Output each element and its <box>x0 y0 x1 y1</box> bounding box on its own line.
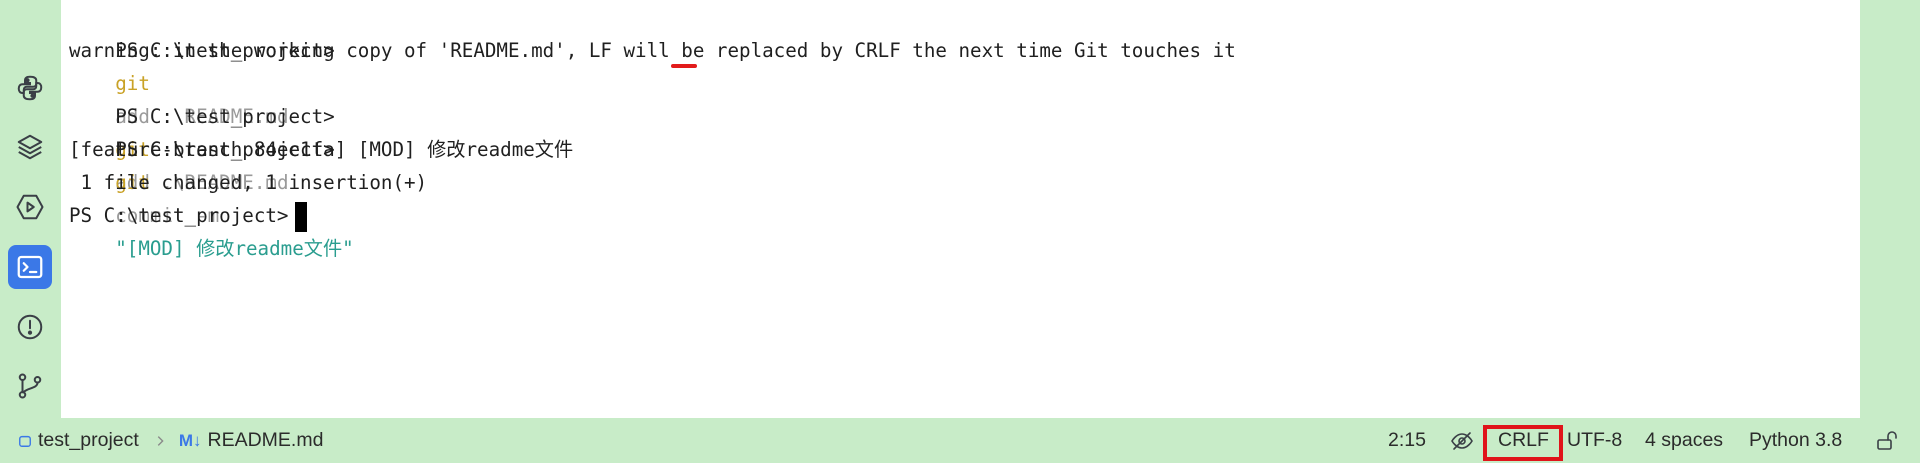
file-encoding-widget[interactable]: UTF-8 <box>1567 429 1623 451</box>
terminal-button[interactable] <box>8 245 52 289</box>
prompt: PS C:\test_project> <box>115 138 335 161</box>
terminal-line: PS C:\test_project> <box>69 199 307 232</box>
terminal-icon <box>17 255 43 279</box>
terminal-line: PS C:\test_project> git add .\README.md <box>69 1 335 128</box>
text-cursor <box>294 201 307 232</box>
terminal-line: PS C:\test_project> git commit -m "[MOD]… <box>69 100 353 260</box>
inspections-off-icon <box>1451 431 1473 450</box>
git-icon <box>18 373 42 399</box>
command-args: commit -m <box>115 204 220 227</box>
chevron-right-icon <box>157 435 164 446</box>
command-keyword: git <box>115 72 150 95</box>
markdown-file-icon: M↓ <box>178 430 202 450</box>
lf-underline-annotation <box>671 64 697 68</box>
problems-button[interactable] <box>8 305 52 349</box>
breadcrumb-file[interactable]: README.md <box>207 429 324 451</box>
breadcrumb: test_project M↓ README.md <box>18 418 323 463</box>
command-keyword: git <box>115 171 150 194</box>
lock-icon <box>1877 430 1897 450</box>
breadcrumb-project[interactable]: test_project <box>38 429 139 451</box>
layers-icon <box>17 134 43 160</box>
commit-result: [feature-branch 84ec1fa] [MOD] 修改readme文… <box>69 138 574 161</box>
python-interpreter-widget[interactable]: Python 3.8 <box>1749 429 1843 451</box>
terminal-line: warning: in the working copy of 'README.… <box>69 34 1236 67</box>
lf-text: LF <box>588 39 612 62</box>
line-separator-widget[interactable]: CRLF <box>1498 429 1549 451</box>
caret-position[interactable]: 2:15 <box>1388 429 1426 451</box>
terminal-line: [feature-branch 84ec1fa] [MOD] 修改readme文… <box>69 133 573 166</box>
read-only-toggle[interactable] <box>1874 418 1898 463</box>
indent-widget[interactable]: 4 spaces <box>1645 429 1724 451</box>
warning-text-start: warning: in the working copy of 'README.… <box>69 39 589 62</box>
prompt: PS C:\test_project> <box>115 39 335 62</box>
services-icon <box>16 194 44 220</box>
commit-message: "[MOD] 修改readme文件" <box>115 237 354 260</box>
problems-icon <box>17 314 43 340</box>
python-icon <box>17 75 43 101</box>
terminal-line: 1 file changed, 1 insertion(+) <box>69 166 428 199</box>
terminal-line: PS C:\test_project> git add .\README.md <box>69 67 335 194</box>
folder-square-icon <box>19 435 31 447</box>
layers-button[interactable] <box>8 125 52 169</box>
git-button[interactable] <box>8 364 52 408</box>
inspections-toggle[interactable] <box>1450 418 1474 463</box>
prompt: PS C:\test_project> <box>115 105 335 128</box>
command-keyword: git <box>115 138 150 161</box>
right-tool-strip <box>1860 0 1920 418</box>
tool-window-sidebar <box>0 0 60 418</box>
python-console-button[interactable] <box>8 66 52 110</box>
warning-text-end: will be replaced by CRLF the next time G… <box>611 39 1236 62</box>
command-args: add .\README.md <box>115 171 289 194</box>
status-bar: test_project M↓ README.md 2:15 CRLF UTF-… <box>0 418 1920 463</box>
prompt: PS C:\test_project> <box>69 204 289 227</box>
crlf-highlight-box <box>1483 425 1563 461</box>
services-button[interactable] <box>8 185 52 229</box>
change-summary: 1 file changed, 1 insertion(+) <box>69 171 428 194</box>
command-args: add .\README.md <box>115 105 289 128</box>
terminal-output[interactable]: PS C:\test_project> git add .\README.md … <box>61 0 1860 418</box>
